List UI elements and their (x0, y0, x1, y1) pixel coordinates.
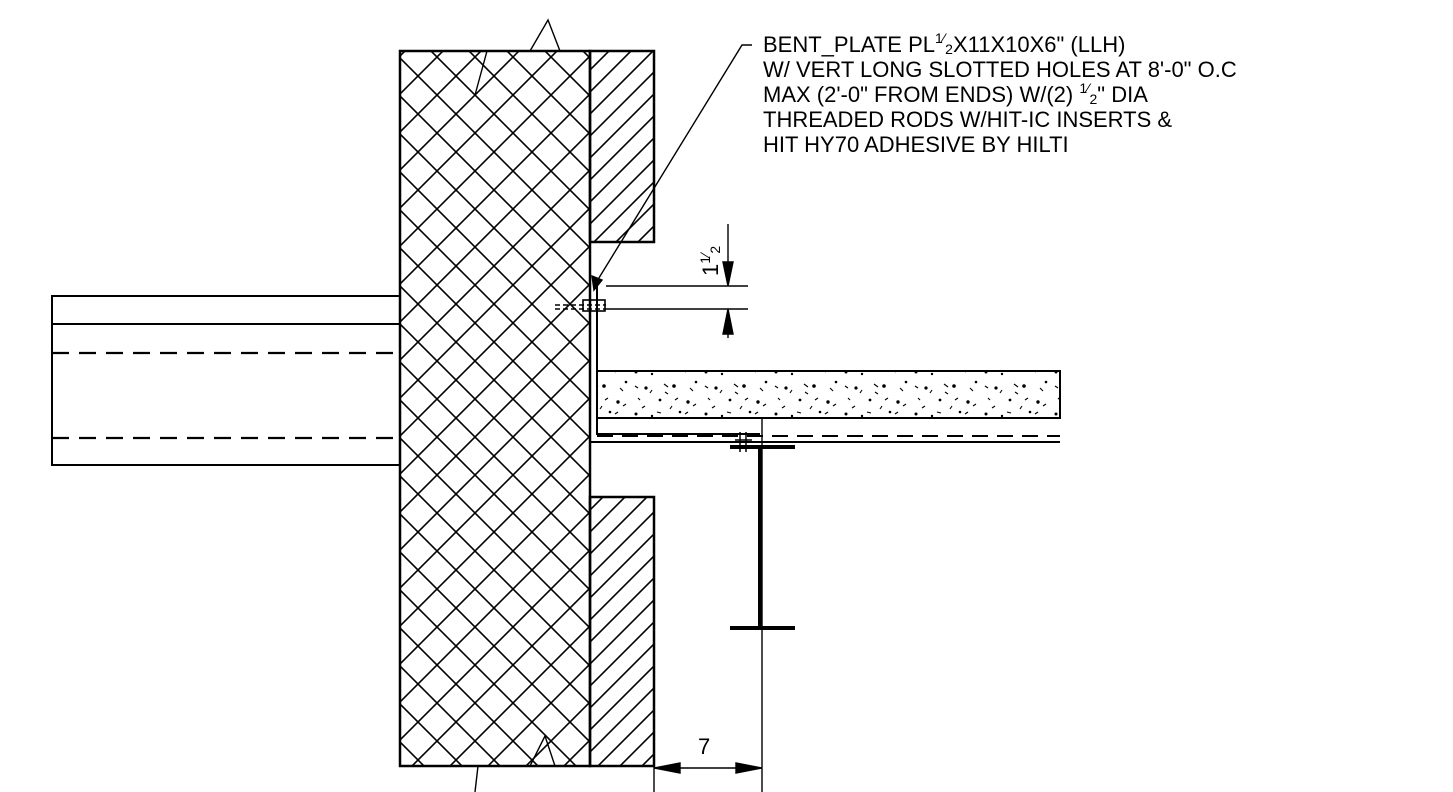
horizontal-dimension (653, 418, 763, 792)
horizontal-dimension-label: 7 (698, 734, 710, 759)
vertical-dimension-label: 11⁄2 (697, 246, 723, 276)
note-line-3: MAX (2'-0" FROM ENDS) W/(2) 1⁄2" DIA (763, 80, 1148, 107)
concrete-slab (590, 370, 1061, 443)
veneer-lower (588, 495, 656, 768)
note-line-2: W/ VERT LONG SLOTTED HOLES AT 8'-0" O.C (763, 57, 1237, 82)
callout-leader (591, 44, 752, 292)
bent-plate-note: BENT_PLATE PL1⁄2X11X10X6" (LLH) W/ VERT … (763, 30, 1237, 157)
veneer-upper (588, 49, 656, 244)
masonry-wall (398, 49, 592, 768)
note-line-4: THREADED RODS W/HIT-IC INSERTS & (763, 107, 1172, 132)
bent-plate (589, 286, 760, 443)
threaded-rod-anchor (555, 299, 606, 312)
note-line-1: BENT_PLATE PL1⁄2X11X10X6" (LLH) (763, 30, 1125, 57)
note-line-5: HIT HY70 ADHESIVE BY HILTI (763, 132, 1069, 157)
vertical-dimension (606, 224, 748, 338)
left-floor-member (51, 295, 400, 466)
